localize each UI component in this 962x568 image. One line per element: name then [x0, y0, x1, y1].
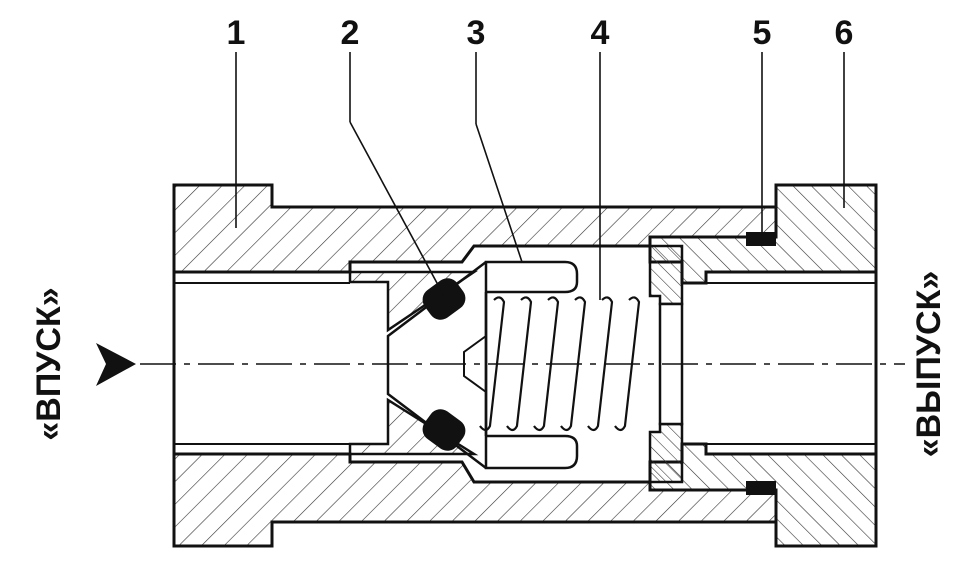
o-ring-seals [422, 278, 466, 451]
callout-3: 3 [467, 14, 486, 52]
outlet-label: «ВЫПУСК» [910, 271, 948, 458]
leader-lines [235, 52, 845, 300]
poppet-body [484, 260, 579, 470]
flow-direction-arrow-icon [96, 343, 136, 386]
o-ring-bottom [422, 409, 466, 451]
o-ring-top [422, 278, 466, 320]
inlet-label: «ВПУСК» [30, 287, 68, 440]
gasket-top [746, 232, 776, 246]
callout-4: 4 [591, 14, 610, 52]
callout-2: 2 [341, 14, 360, 52]
callout-5: 5 [753, 14, 772, 52]
spring-retainer [648, 244, 684, 484]
callout-1: 1 [227, 14, 246, 52]
callout-6: 6 [835, 14, 854, 52]
gasket-bottom [746, 481, 776, 495]
gaskets [746, 232, 776, 495]
